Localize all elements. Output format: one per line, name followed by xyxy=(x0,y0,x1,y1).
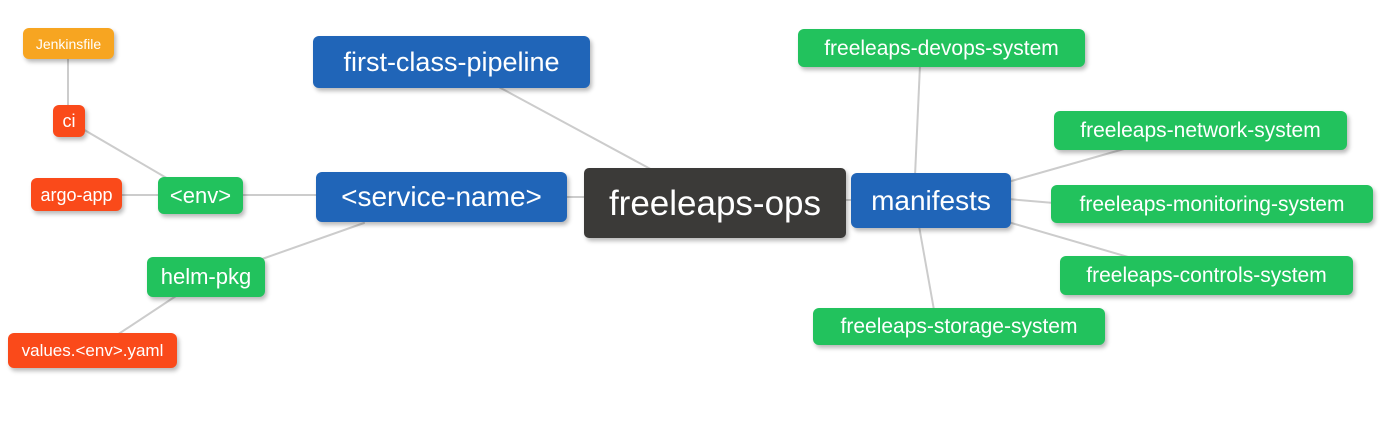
node-argo-app[interactable]: argo-app xyxy=(31,178,122,211)
node-helm-pkg[interactable]: helm-pkg xyxy=(147,257,265,297)
node-values-env-yaml[interactable]: values.<env>.yaml xyxy=(8,333,177,368)
node-freeleaps-monitoring-system[interactable]: freeleaps-monitoring-system xyxy=(1051,185,1373,223)
node-manifests[interactable]: manifests xyxy=(851,173,1011,228)
edge-manifests-controls xyxy=(1007,221,1136,260)
node-env[interactable]: <env> xyxy=(158,177,243,214)
node-ci[interactable]: ci xyxy=(53,105,85,137)
edge-manifests-network xyxy=(1007,148,1125,183)
edge-manifests-storage xyxy=(918,225,935,311)
node-first-class-pipeline[interactable]: first-class-pipeline xyxy=(313,36,590,88)
node-freeleaps-network-system[interactable]: freeleaps-network-system xyxy=(1054,111,1347,150)
node-jenkinsfile[interactable]: Jenkinsfile xyxy=(23,28,114,59)
edge-manifests-monitoring xyxy=(1007,198,1055,204)
edge-root-pipeline xyxy=(496,85,657,173)
edge-env-ci xyxy=(80,127,171,181)
node-service-name[interactable]: <service-name> xyxy=(316,172,567,222)
node-freeleaps-devops-system[interactable]: freeleaps-devops-system xyxy=(798,29,1085,67)
edge-helm-pkg-values xyxy=(116,295,177,336)
node-freeleaps-ops-root[interactable]: freeleaps-ops xyxy=(584,168,846,238)
node-freeleaps-controls-system[interactable]: freeleaps-controls-system xyxy=(1060,256,1353,295)
edge-manifests-devops xyxy=(914,64,921,177)
node-freeleaps-storage-system[interactable]: freeleaps-storage-system xyxy=(813,308,1105,345)
edge-service-helm-pkg xyxy=(261,222,365,260)
